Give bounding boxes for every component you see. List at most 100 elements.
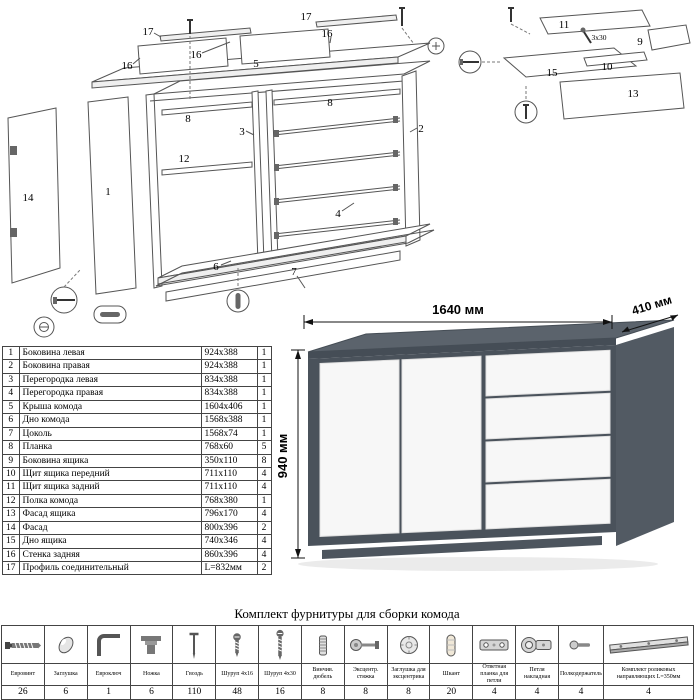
- part-size: 860x396: [200, 547, 258, 563]
- hexkey-icon: [96, 633, 120, 656]
- part-name: Полка комода: [18, 493, 202, 509]
- part-row: 14 Фасад 800x396 2: [2, 520, 272, 536]
- part-17-profile: [315, 14, 398, 28]
- part-number: 3: [2, 372, 20, 388]
- height-dimension: 940 мм: [275, 434, 290, 479]
- dowel-icon: [446, 634, 456, 656]
- dresser-body: [298, 319, 675, 571]
- hardware-qty: 8: [343, 684, 388, 700]
- part-row: 5 Крыша комода 1604x406 1: [2, 399, 272, 415]
- part-row: 12 Полка комода 768x380 1: [2, 493, 272, 509]
- callout-9: 9: [637, 36, 643, 48]
- callout-13: 13: [628, 88, 640, 100]
- part-number: 15: [2, 534, 20, 549]
- part-size: 924x388: [200, 359, 258, 374]
- part-row: 7 Цоколь 1568x74 1: [2, 426, 272, 442]
- part-2-right-side-panel: [401, 70, 421, 247]
- drawer-front-2: [485, 392, 611, 440]
- cap-icon: [58, 636, 74, 653]
- part-size: 350x110: [200, 453, 258, 468]
- part-number: 6: [2, 413, 20, 428]
- part-name: Фасад ящика: [18, 507, 202, 522]
- part-number: 17: [2, 560, 20, 576]
- screw-4x30-icon: [276, 629, 284, 660]
- part-size: 711x110: [200, 466, 258, 482]
- part-size: 711x110: [200, 480, 258, 495]
- hardware-name: Ножка: [129, 663, 174, 686]
- part-number: 10: [2, 466, 20, 482]
- part-row: 11 Щит ящика задний 711x110 4: [2, 480, 272, 495]
- part-name: Цоколь: [18, 426, 202, 442]
- callout-16: 16: [322, 28, 334, 40]
- detail-dowel: [93, 305, 127, 324]
- callout-10: 10: [602, 61, 614, 73]
- callout-8: 8: [185, 113, 191, 125]
- part-row: 17 Профиль соединительный L=832мм 2: [2, 560, 272, 576]
- callout-17: 17: [301, 11, 313, 23]
- hardware-name: Евровинт: [1, 663, 45, 686]
- dresser-top: [307, 319, 675, 353]
- callout-1: 1: [105, 186, 111, 198]
- part-qty: 1: [256, 413, 272, 428]
- screw-3x30-icon: [580, 27, 586, 33]
- part-row: 8 Планка 768x60 5: [2, 440, 272, 455]
- hardware-qty: 26: [1, 684, 45, 700]
- part-size: 768x60: [200, 440, 258, 455]
- part-15-drawer-bottom: [502, 47, 638, 78]
- hardware-qty: 4: [557, 684, 605, 700]
- callout-14: 14: [23, 192, 35, 204]
- part-qty: 1: [256, 345, 272, 361]
- part-number: 2: [2, 359, 20, 374]
- fastener-details: [33, 7, 445, 338]
- part-name: Стенка задняя: [18, 547, 202, 563]
- part-name: Щит ящика передний: [18, 466, 202, 482]
- detail-circle-dowel: [226, 289, 250, 313]
- part-number: 1: [2, 345, 20, 361]
- hardware-name: Шуруп 4x30: [258, 663, 302, 686]
- part-size: 1604x406: [200, 399, 258, 415]
- hardware-qty: 110: [172, 684, 217, 700]
- hardware-kit-title: Комплект фурнитуры для сборки комода: [234, 606, 460, 621]
- part-name: Фасад: [18, 520, 202, 536]
- part-10-drawer-front-panel: [583, 51, 648, 67]
- part-name: Планка: [18, 440, 202, 455]
- part-number: 8: [2, 440, 20, 455]
- part-12-shelf: [161, 161, 253, 176]
- part-row: 6 Дно комода 1568x388 1: [2, 413, 272, 428]
- screw-icon: [187, 19, 193, 34]
- hardware-name: Заглушка для эксцентрика: [386, 663, 431, 686]
- hardware-qty: 6: [129, 684, 174, 700]
- part-size: 1568x388: [200, 413, 258, 428]
- screw-dowel-icon: [318, 635, 327, 655]
- part-size: L=832мм: [200, 560, 258, 576]
- hinge-icon: [521, 636, 552, 653]
- parts-table: 1 Боковина левая 924x388 1 2 Боковина пр…: [2, 345, 272, 576]
- drawer-rails: [273, 116, 401, 239]
- part-name: Дно комода: [18, 413, 202, 428]
- part-size: 924x388: [200, 345, 258, 361]
- hardware-name: Комплект роликовых направляющих L=350мм: [603, 663, 694, 686]
- hardware-name: Шуруп 4x16: [215, 663, 260, 686]
- dresser-right-side: [616, 327, 674, 546]
- part-17-profile: [159, 27, 252, 42]
- dresser-render: 1640 мм 940 мм 410 мм: [275, 296, 679, 571]
- dimension-lines: [291, 314, 679, 559]
- hardware-qty: 48: [215, 684, 260, 700]
- part-8-plank: [273, 88, 401, 106]
- part-number: 9: [2, 453, 20, 468]
- drawer-front-4: [485, 478, 611, 530]
- hardware-name: Шкант: [429, 663, 474, 686]
- part-name: Перегородка левая: [18, 372, 202, 388]
- part-number: 14: [2, 520, 20, 536]
- part-row: 1 Боковина левая 924x388 1: [2, 345, 272, 361]
- hardware-name: Евроключ: [86, 663, 131, 686]
- part-number: 5: [2, 399, 20, 415]
- part-1-left-side-panel: [87, 96, 137, 295]
- part-number: 7: [2, 426, 20, 442]
- hardware-qty: 4: [472, 684, 517, 700]
- hardware-name: Полкодержатель: [557, 663, 605, 686]
- hinge-plate-icon: [479, 639, 509, 650]
- part-16-back-panel: [137, 37, 229, 75]
- part-size: 768x380: [200, 493, 258, 509]
